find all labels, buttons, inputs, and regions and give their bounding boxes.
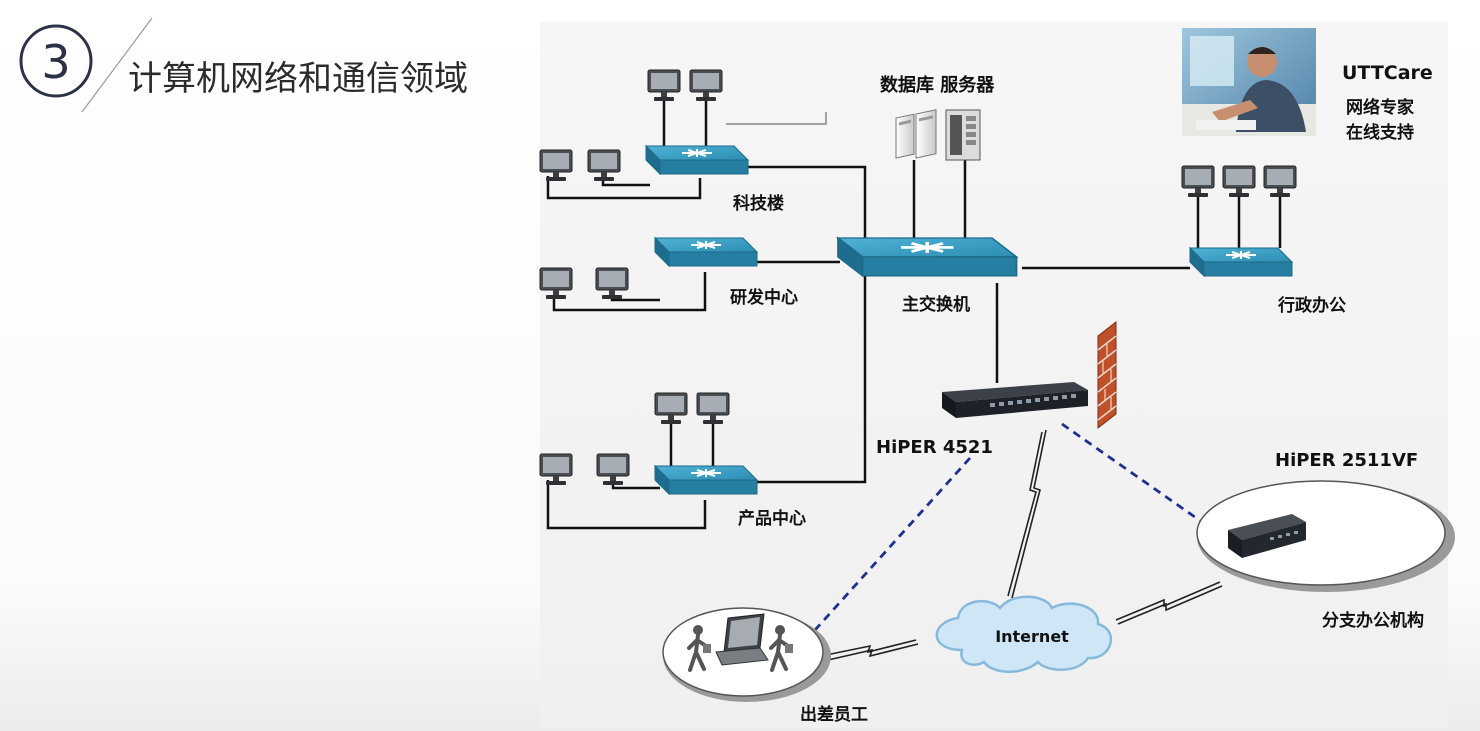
tech-building-label: 科技楼 — [733, 193, 784, 214]
main-switch-label: 主交换机 — [902, 294, 970, 315]
uttcare-line2-label: 在线支持 — [1346, 122, 1414, 143]
hiper-4521-label: HiPER 4521 — [876, 437, 993, 458]
hiper-2511vf-label: HiPER 2511VF — [1275, 450, 1418, 471]
vpn-links — [813, 422, 1203, 631]
traveling-staff-label: 出差员工 — [800, 704, 868, 725]
laptop-icon — [715, 613, 769, 666]
hiper-2511vf-router — [1228, 514, 1306, 558]
slide-heading-text: 计算机网络和通信领域 — [128, 59, 468, 99]
tech-building-switch — [645, 145, 749, 175]
section-number-circle — [19, 24, 93, 98]
product-center-label: 产品中心 — [738, 508, 806, 529]
branch-office-group — [1196, 480, 1455, 592]
callout-line — [726, 112, 827, 125]
main-switch — [836, 236, 1019, 278]
database-server-icon — [895, 109, 981, 161]
admin-office-label: 行政办公 — [1277, 295, 1346, 316]
slide-heading: 3 计算机网络和通信领域 — [19, 17, 468, 113]
section-number: 3 — [41, 35, 70, 89]
support-photo — [1182, 28, 1316, 136]
firewall-icon — [1097, 320, 1117, 430]
uttcare-label: UTTCare — [1342, 62, 1433, 84]
branch-office-label: 分支办公机构 — [1322, 610, 1424, 631]
internet-cloud-icon — [935, 595, 1113, 673]
traveling-staff-group — [662, 607, 831, 702]
internet-label: Internet — [995, 627, 1069, 646]
hiper-4521-router — [942, 382, 1088, 418]
product-center-switch — [654, 465, 758, 495]
heading-divider — [81, 17, 153, 113]
uttcare-line1-label: 网络专家 — [1346, 97, 1414, 118]
rnd-center-label: 研发中心 — [730, 287, 798, 308]
rnd-center-switch — [654, 237, 758, 267]
wireless-links — [825, 429, 1223, 661]
network-diagram: 数据库 服务器 UTTCare 网络专家 在线支持 科技楼 研发中心 主交换机 … — [539, 28, 1455, 725]
database-server-label: 数据库 服务器 — [880, 74, 995, 96]
admin-office-switch — [1189, 247, 1293, 277]
